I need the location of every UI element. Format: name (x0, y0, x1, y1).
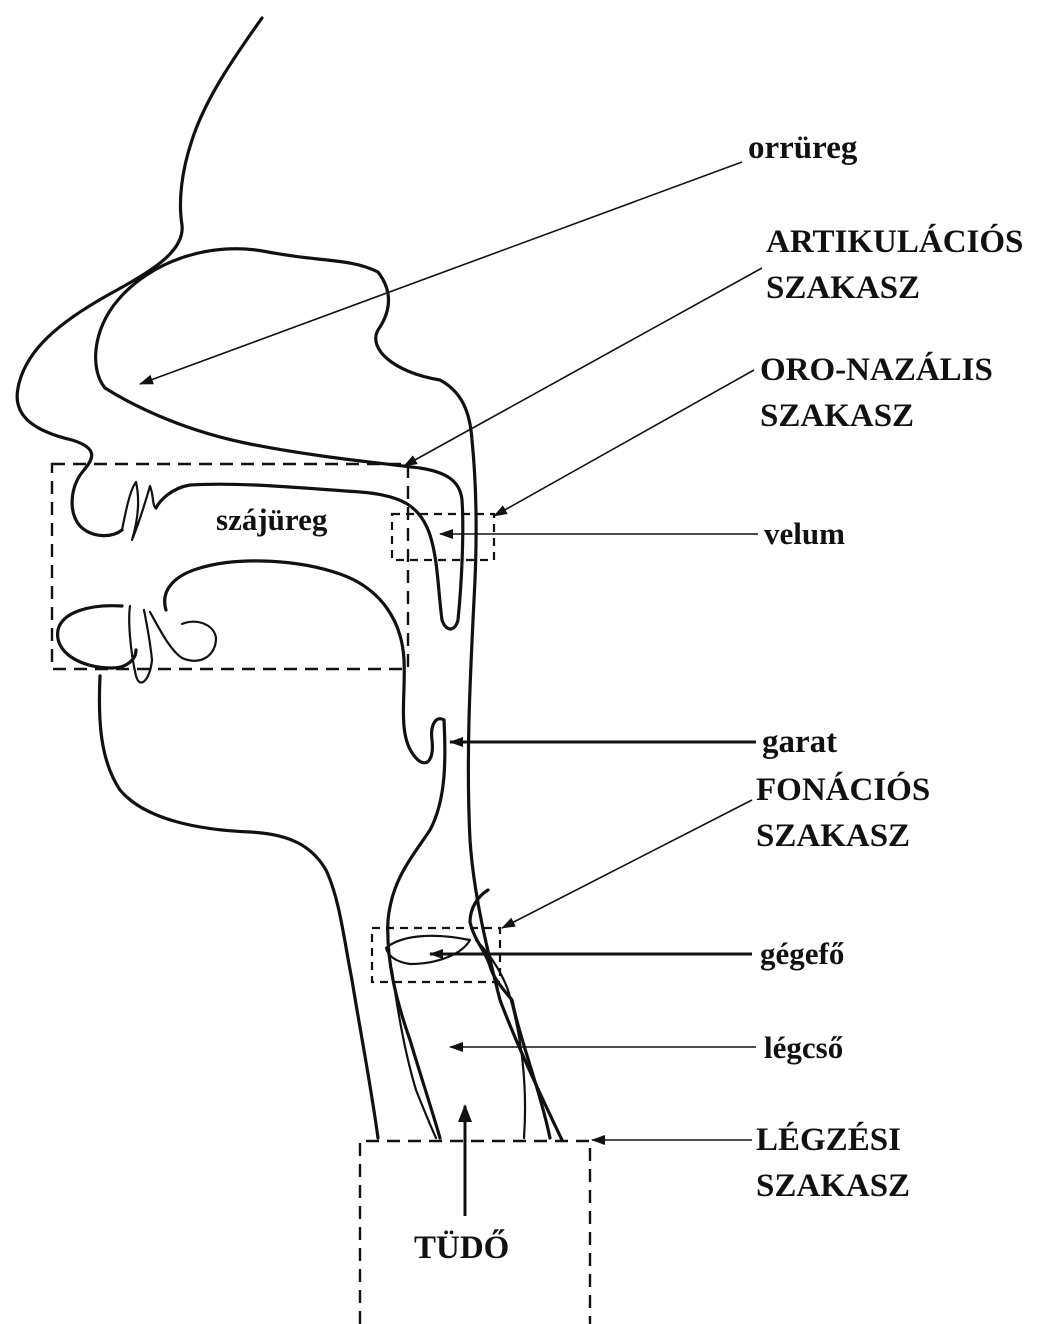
label-oronazalis-2: SZAKASZ (760, 398, 914, 434)
label-artikulacios-2: SZAKASZ (766, 270, 920, 306)
tongue-outline (165, 561, 444, 763)
chin-neck-outline (99, 676, 378, 1138)
label-oronazalis-1: ORO-NAZÁLIS (760, 351, 993, 388)
label-szajureg: szájüreg (216, 502, 328, 537)
label-legzesi-1: LÉGZÉSI (756, 1121, 901, 1158)
oronazalis-leader (494, 370, 754, 516)
label-tudo: TÜDŐ (414, 1228, 509, 1266)
label-artikulacios-1: ARTIKULÁCIÓS (766, 222, 1023, 260)
label-gegefo: gégefő (760, 936, 844, 971)
label-orrureg: orrüreg (748, 130, 858, 166)
face-profile-outline (17, 18, 262, 536)
label-legcso: légcső (764, 1030, 843, 1065)
label-garat: garat (762, 724, 837, 760)
vocal-folds-outline (386, 936, 470, 964)
fonacios-leader (502, 800, 752, 928)
label-fonacios-1: FONÁCIÓS (756, 770, 930, 808)
artikulacios-leader (404, 268, 762, 466)
nasal-cavity-outline (96, 249, 562, 1140)
oral-cavity-region-box (52, 464, 408, 669)
label-fonacios-2: SZAKASZ (756, 818, 910, 854)
upper-teeth-outline (122, 482, 156, 540)
label-legzesi-2: SZAKASZ (756, 1168, 910, 1204)
lower-lip-outline (58, 606, 136, 668)
orrureg-leader (140, 162, 742, 384)
lower-teeth-outline (129, 606, 216, 683)
label-velum: velum (764, 516, 845, 551)
